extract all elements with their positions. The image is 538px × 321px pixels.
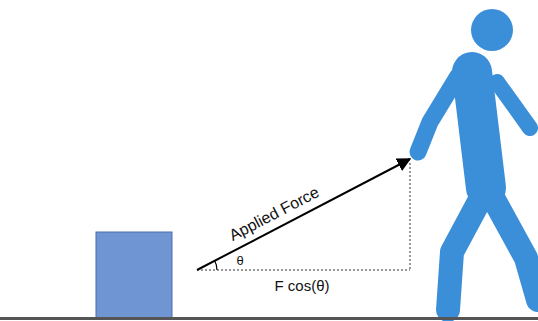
angle-arc [215,261,217,270]
force-arrow [197,159,410,270]
front-arm [418,76,458,152]
force-label: Applied Force [226,183,322,245]
block [96,232,172,318]
horizontal-component [197,270,410,271]
front-leg [448,196,482,310]
ground-line [0,317,538,320]
torso [472,72,486,188]
back-leg [492,196,538,300]
component-label: F cos(θ) [274,277,329,294]
back-arm [497,82,530,128]
vertical-component [410,163,411,270]
person-figure [418,72,538,310]
angle-symbol: θ [236,254,243,269]
person-head [471,9,513,51]
